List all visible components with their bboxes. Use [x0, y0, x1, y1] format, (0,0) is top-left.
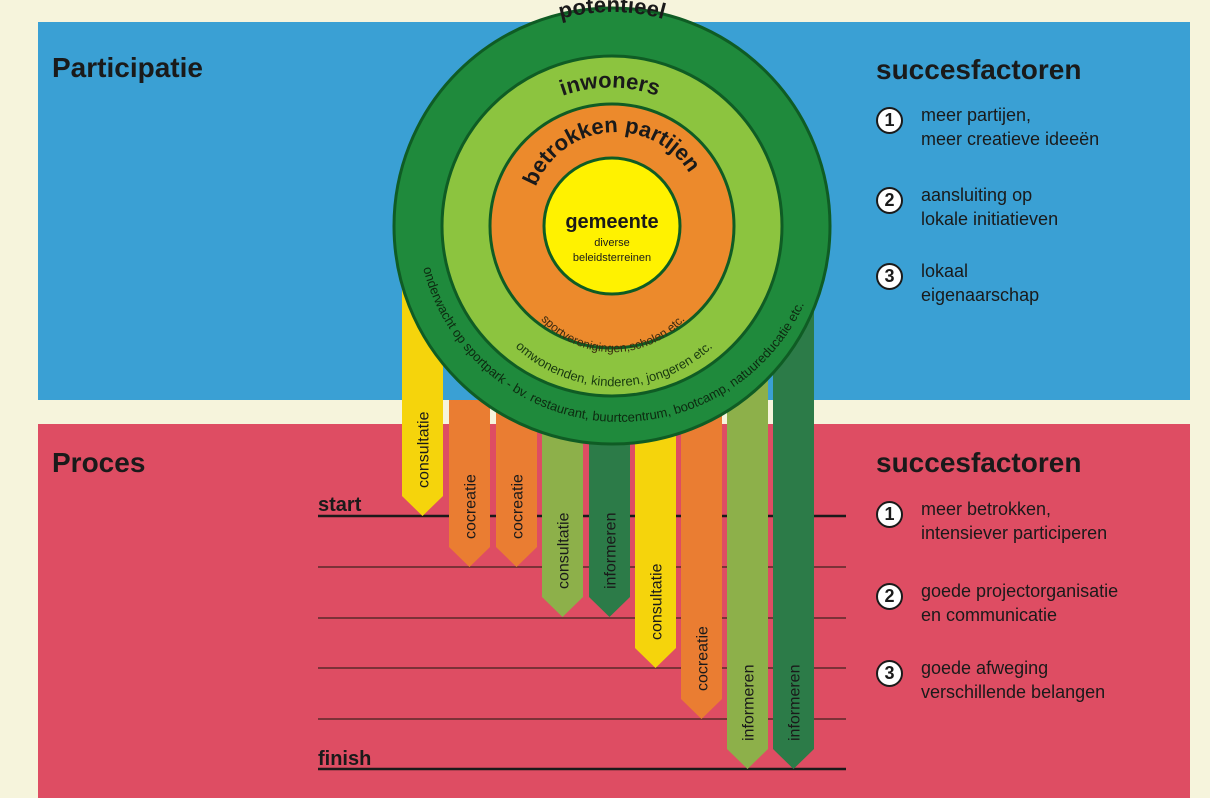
- process-arrow: cocreatie: [681, 400, 722, 719]
- number-badge: 2: [876, 583, 903, 610]
- process-arrow: informeren: [727, 360, 768, 769]
- factor-line: goede afweging: [921, 658, 1049, 678]
- arrow-shape: [727, 360, 768, 769]
- arrow-shape: [449, 400, 490, 567]
- gemeente-label: gemeente: [565, 211, 658, 233]
- arrow-shape: [773, 300, 814, 769]
- process-arrow: informeren: [773, 300, 814, 769]
- factor-text: meer betrokken, intensiever participeren: [921, 497, 1107, 545]
- ring-gemeente: [542, 156, 682, 296]
- arrow-label: cocreatie: [695, 626, 712, 691]
- factor-text: lokaal eigenaarschap: [921, 259, 1039, 307]
- proces-title: Proces: [52, 447, 146, 478]
- factor-text: goede projectorganisatie en communicatie: [921, 579, 1118, 627]
- arrow-label: cocreatie: [463, 474, 480, 539]
- arrow-label: cocreatie: [510, 474, 527, 539]
- factor-line: goede projectorganisatie: [921, 581, 1119, 601]
- arrow-label: informeren: [741, 665, 758, 741]
- factor-text: aansluiting op lokale initiatieven: [921, 183, 1058, 231]
- gemeente-sub1: diverse: [594, 237, 629, 249]
- factor-line: meer betrokken,: [921, 499, 1052, 519]
- factor-line: verschillende belangen: [921, 682, 1106, 702]
- factor-line: lokaal: [921, 261, 969, 281]
- arrow-shape: [635, 420, 676, 668]
- factor-line: eigenaarschap: [921, 285, 1040, 305]
- number-badge: 3: [876, 263, 903, 290]
- number-badge: 3: [876, 660, 903, 687]
- factor-line: meer creatieve ideeën: [921, 129, 1100, 149]
- factor-text: goede afweging verschillende belangen: [921, 656, 1105, 704]
- number-badge: 1: [876, 107, 903, 134]
- process-arrow: cocreatie: [449, 400, 490, 567]
- start-label: start: [318, 494, 362, 516]
- arrow-label: consultatie: [556, 512, 573, 589]
- participatie-succes-title: succesfactoren: [876, 54, 1082, 85]
- potentieel-label: potentieel: [556, 0, 669, 24]
- arrow-label: consultatie: [649, 563, 666, 640]
- factor-line: meer partijen,: [921, 105, 1032, 125]
- arrow-shape: [496, 400, 537, 567]
- process-arrow: consultatie: [635, 420, 676, 668]
- gemeente-sub2: beleidsterreinen: [573, 252, 651, 264]
- process-arrow: informeren: [589, 430, 630, 617]
- factor-line: intensiever participeren: [921, 523, 1108, 543]
- proces-succes-title: succesfactoren: [876, 447, 1082, 478]
- arrow-shape: [542, 420, 583, 617]
- process-arrow: cocreatie: [496, 400, 537, 567]
- arrow-shape: [589, 430, 630, 617]
- factor-line: aansluiting op: [921, 185, 1033, 205]
- arrows-layer: consultatie cocreatie cocreatie consultatie…: [402, 280, 814, 769]
- arrow-label: consultatie: [416, 411, 433, 488]
- arrow-label: informeren: [787, 665, 804, 741]
- process-arrow: consultatie: [542, 420, 583, 617]
- finish-label: finish: [318, 748, 371, 770]
- factor-line: en communicatie: [921, 605, 1058, 625]
- factor-line: lokale initiatieven: [921, 209, 1059, 229]
- arrow-shape: [681, 400, 722, 719]
- arrow-label: informeren: [603, 513, 620, 589]
- factor-text: meer partijen, meer creatieve ideeën: [921, 103, 1099, 151]
- circle-potentieel: [392, 6, 832, 446]
- number-badge: 2: [876, 187, 903, 214]
- participatie-title: Participatie: [52, 52, 203, 83]
- number-badge: 1: [876, 501, 903, 528]
